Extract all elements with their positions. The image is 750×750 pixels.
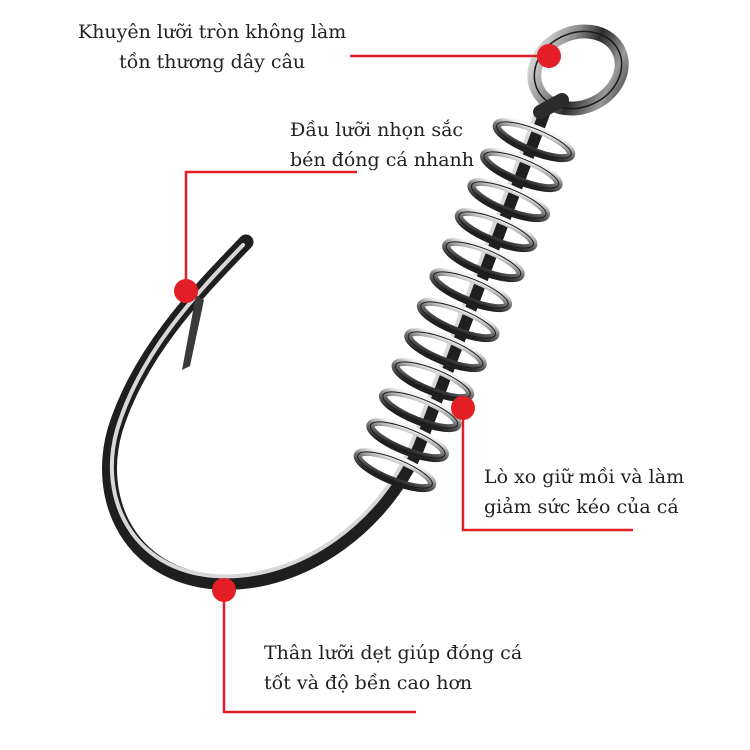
spring-label: Lò xo giữ mồi và làm giảm sức kéo của cá [484, 462, 684, 522]
bend-marker [212, 578, 236, 602]
shank-label-line-2: tốt và độ bền cao hơn [264, 672, 473, 694]
spring-coils [353, 117, 576, 493]
spring-marker [451, 396, 475, 420]
hook-point-label-line-1: Đầu lưỡi nhọn sắc [290, 119, 464, 141]
spring-label-line-2: giảm sức kéo của cá [484, 496, 679, 518]
hook-wire-highlight [109, 101, 542, 579]
hook-wire [102, 96, 554, 590]
spring-coil-edge [369, 421, 446, 459]
spring-coil-edge [445, 241, 522, 279]
spring-coil-edge [470, 181, 547, 219]
point-leader-line [184, 170, 357, 290]
spring-coil-edge [496, 121, 572, 159]
spring-coil-edge [483, 151, 560, 189]
spring-coil-edge [433, 271, 509, 309]
hook-eye [527, 24, 629, 119]
eye-ring-edge [533, 30, 623, 110]
spring-label-line-1: Lò xo giữ mồi và làm [484, 466, 685, 488]
spring-coil-edge [395, 361, 471, 399]
eye-ring-label: Khuyên lưỡi tròn không làm tồn thương dâ… [78, 17, 346, 77]
hook-point-label: Đầu lưỡi nhọn sắc bén đóng cá nhanh [290, 115, 474, 175]
hook-barb [182, 295, 204, 370]
shank-label-line-1: Thân lưỡi dẹt giúp đóng cá [264, 642, 523, 664]
shank-leader-line [222, 590, 416, 714]
hook-point-marker [174, 279, 198, 303]
spring-coil-edge [407, 331, 484, 369]
callout-lines [184, 54, 633, 714]
spring-coil-edge [420, 301, 496, 339]
eye-neck [533, 93, 569, 119]
spring-leader-line [461, 408, 633, 532]
eye-ring-label-line-2: tồn thương dây câu [119, 51, 306, 73]
hook-point-label-line-2: bén đóng cá nhanh [290, 149, 475, 171]
eye-ring-label-line-1: Khuyên lưỡi tròn không làm [78, 21, 347, 43]
shank-label: Thân lưỡi dẹt giúp đóng cá tốt và độ bền… [264, 638, 522, 698]
eye-ring-marker [537, 44, 561, 68]
spring-coil-edge [382, 391, 459, 429]
callout-markers [174, 44, 561, 602]
hook-body [102, 96, 554, 590]
spring-coil-edge [357, 451, 433, 489]
spring-coil-edge [458, 211, 534, 249]
